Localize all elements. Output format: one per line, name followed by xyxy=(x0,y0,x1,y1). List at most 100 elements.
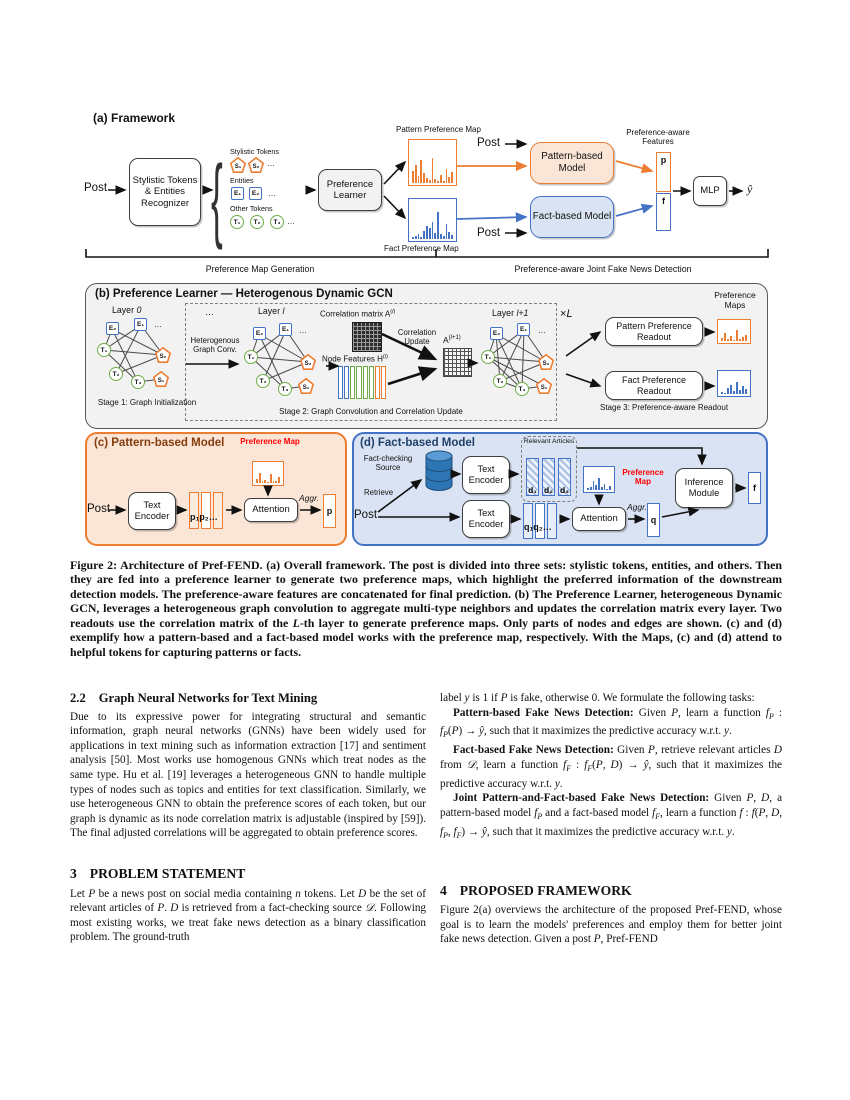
correlation-matrix-label: Correlation matrix A(l) xyxy=(320,309,396,319)
q-tokens-label: q₁q₂… xyxy=(524,522,552,532)
q3-token-bar xyxy=(547,503,557,539)
recognizer-box: Stylistic Tokens & Entities Recognizer xyxy=(129,158,201,226)
stage1-label: Stage 1: Graph Initialization xyxy=(97,398,197,407)
token-s2: S₂ xyxy=(248,157,264,173)
node-s1: S₁ xyxy=(536,378,552,394)
q1-token-bar xyxy=(523,503,533,539)
section-2-2-paragraph: Due to its expressive power for integrat… xyxy=(70,710,426,840)
d1-article-box: d₁ xyxy=(526,458,539,496)
text-encoder-box-c: Text Encoder xyxy=(128,492,176,530)
bracket-left-label: Preference Map Generation xyxy=(205,264,315,274)
node-t1: T₁ xyxy=(481,350,495,364)
fact-readout-box: Fact Preference Readout xyxy=(605,371,703,400)
post-label-3: Post xyxy=(477,227,501,239)
panel-b-title: (b) Preference Learner — Heterogenous Dy… xyxy=(95,288,393,300)
attention-box-d: Attention xyxy=(572,507,626,531)
task-fact-based: Fact-based Fake News Detection: Given P,… xyxy=(440,744,783,790)
token-t3: T₃ xyxy=(270,215,284,229)
preference-map-chart-d xyxy=(583,466,615,493)
xL-label: ×L xyxy=(560,308,573,320)
section-4-paragraph: Figure 2(a) overviews the architecture o… xyxy=(440,904,782,946)
het-graph-conv-label: Heterogenous Graph Conv. xyxy=(190,336,240,354)
mlp-box: MLP xyxy=(693,176,727,206)
ellipsis: … xyxy=(154,320,162,329)
post-label-c: Post xyxy=(87,503,111,515)
section-2-2-heading: 2.2 Graph Neural Networks for Text Mining xyxy=(70,691,426,706)
preference-map-label-c: Preference Map xyxy=(240,437,300,446)
section-number: 3 xyxy=(70,865,77,881)
pattern-preference-map-chart xyxy=(408,139,457,186)
section-title: PROPOSED FRAMEWORK xyxy=(459,882,632,898)
ellipsis: … xyxy=(299,326,307,335)
fact-checking-source-label: Fact-checking Source xyxy=(363,454,413,472)
stage2-region xyxy=(185,303,557,421)
node-t3: T₃ xyxy=(278,382,292,396)
node-t1: T₁ xyxy=(244,350,258,364)
q2-token-bar xyxy=(535,503,545,539)
node-e1: E₁ xyxy=(517,323,530,336)
section-number: 2.2 xyxy=(70,691,86,705)
preference-maps-label: Preference Maps xyxy=(714,290,756,310)
left-column: 2.2 Graph Neural Networks for Text Mining… xyxy=(70,691,426,945)
relevant-articles-label: Relevant Articles xyxy=(523,438,575,445)
entities-label: Entities xyxy=(230,176,254,185)
bracket-right-label: Preference-aware Joint Fake News Detecti… xyxy=(514,264,692,274)
token-t1: T₁ xyxy=(230,215,244,229)
panel-a-title: (a) Framework xyxy=(93,111,176,125)
preference-map-label-d: Preference Map xyxy=(622,468,664,487)
ellipsis: … xyxy=(287,217,295,226)
d2-article-box: d₂ xyxy=(542,458,555,496)
brace-icon: { xyxy=(211,146,223,251)
node-s2: S₂ xyxy=(538,354,554,370)
p3-token-bar xyxy=(213,492,223,529)
panel-c-title: (c) Pattern-based Model xyxy=(94,437,225,449)
panel-d-title: (d) Fact-based Model xyxy=(360,437,476,449)
p-tokens-label: p₁p₂… xyxy=(190,512,218,522)
gcn-graph-layer-l1: E₂ E₁ … T₁ S₂ T₂ T₃ S₁ xyxy=(480,323,562,408)
ellipsis: … xyxy=(205,307,214,317)
token-t2: T₂ xyxy=(250,215,264,229)
pattern-map-mini-chart xyxy=(717,319,751,344)
node-e1: E₁ xyxy=(134,318,147,331)
tasks-intro-paragraph: label y is 1 if P is fake, otherwise 0. … xyxy=(440,692,755,704)
ellipsis: … xyxy=(267,159,275,168)
node-t3: T₃ xyxy=(131,375,145,389)
p-feature-box: p xyxy=(656,152,671,192)
post-label-d: Post xyxy=(354,509,378,521)
layerl-label: Layer l xyxy=(258,306,285,316)
preference-aware-features-label: Preference-aware Features xyxy=(626,128,690,147)
node-e1: E₁ xyxy=(279,323,292,336)
correlation-update-label: Correlation Update xyxy=(397,328,437,346)
section-title: Graph Neural Networks for Text Mining xyxy=(98,691,318,705)
token-group: Stylistic Tokens S₁ S₂ … Entities E₁ E₂ … xyxy=(228,147,320,250)
task-joint: Joint Pattern-and-Fact-based Fake News D… xyxy=(440,792,783,840)
node-s1: S₁ xyxy=(298,378,314,394)
f-output-box: f xyxy=(748,472,761,504)
database-icon xyxy=(424,450,454,497)
pattern-based-model-box: Pattern-based Model xyxy=(530,142,614,184)
text-encoder-box-d-top: Text Encoder xyxy=(462,456,510,494)
node-s2: S₂ xyxy=(300,354,316,370)
yhat-label: ŷ xyxy=(747,182,753,196)
aggr-label-c: Aggr. xyxy=(299,493,320,503)
token-e1: E₁ xyxy=(231,187,244,200)
node-t3: T₃ xyxy=(515,382,529,396)
a-next-label: A(l+1) xyxy=(443,334,461,345)
section-3-heading: 3 PROBLEM STATEMENT xyxy=(70,865,426,882)
node-t1: T₁ xyxy=(97,343,111,357)
inference-module-box: Inference Module xyxy=(675,468,733,508)
q-output-box: q xyxy=(647,503,660,537)
stage2-label: Stage 2: Graph Convolution and Correlati… xyxy=(279,407,463,416)
attention-box-c: Attention xyxy=(244,498,298,522)
gcn-graph-layer-l: E₂ E₁ … T₁ S₂ T₂ T₃ S₁ xyxy=(243,323,323,408)
stylistic-tokens-label: Stylistic Tokens xyxy=(230,147,279,156)
node-e2: E₂ xyxy=(253,327,266,340)
text-encoder-box-d-bottom: Text Encoder xyxy=(462,500,510,538)
node-s1: S₁ xyxy=(153,371,169,387)
gcn-graph-layer-0: E₂ E₁ … T₁ S₂ T₂ T₃ S₁ xyxy=(96,318,178,398)
section-title: PROBLEM STATEMENT xyxy=(89,865,246,881)
post-label-2: Post xyxy=(477,137,501,149)
fact-based-model-box: Fact-based Model xyxy=(530,196,614,238)
post-label-1: Post xyxy=(84,182,108,194)
